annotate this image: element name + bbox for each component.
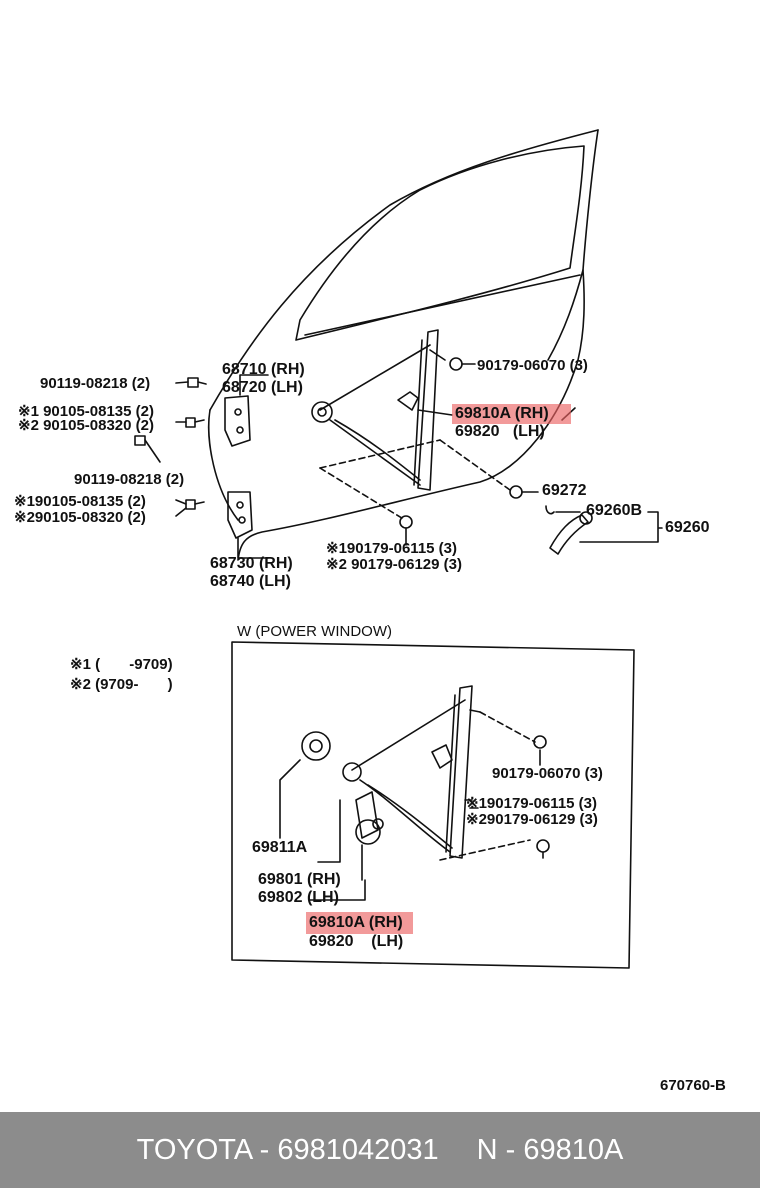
- part-label-69820-bottom: 69820 (LH): [309, 933, 404, 950]
- parts-diagram: [134, 129, 663, 969]
- part-label-68730: 68730 (RH): [210, 555, 293, 572]
- nut-icon-1: [449, 357, 463, 371]
- guide-dashed-line-5: [439, 839, 531, 861]
- window-motor-icon: [301, 731, 384, 845]
- bolt-icon-4: [185, 499, 205, 510]
- note-2: ※2 (9709- ): [70, 676, 173, 693]
- part-label-69820-top: 69820 (LH): [455, 423, 545, 440]
- part-label-69260: 69260: [665, 519, 710, 536]
- guide-dashed-line-2: [319, 467, 406, 521]
- part-label-90179-06070-a: 90179-06070 (3): [477, 357, 588, 374]
- part-label-90105-08320-b: ※290105-08320 (2): [14, 509, 146, 526]
- bolt-icon-1: [187, 377, 207, 388]
- reference-code: 670760-B: [660, 1077, 726, 1094]
- section-title-power-window: W (POWER WINDOW): [237, 623, 392, 640]
- window-crank-handle-icon: [549, 511, 593, 555]
- power-regulator: [342, 685, 481, 859]
- part-label-90105-08135-b: ※190105-08135 (2): [14, 493, 146, 510]
- lower-hinge: [227, 491, 253, 539]
- footer-part-number: TOYOTA - 6981042031: [136, 1133, 439, 1166]
- clip-icon: [545, 505, 555, 515]
- part-label-69272: 69272: [542, 482, 587, 499]
- nut-icon-3: [399, 515, 413, 529]
- nut-icon-2: [509, 485, 523, 499]
- part-label-90179-06129-a: ※2 90179-06129 (3): [326, 556, 462, 573]
- manual-regulator: [311, 329, 446, 491]
- nut-icon-5: [536, 839, 550, 853]
- footer-n-number: N - 69810A: [476, 1133, 624, 1166]
- bolt-icon-2: [185, 417, 205, 428]
- part-label-90179-06115-a: ※190179-06115 (3): [326, 540, 458, 557]
- note-1: ※1 ( -9709): [70, 656, 173, 673]
- part-label-68710: 68710 (RH): [222, 361, 305, 378]
- part-label-90119-08218-a: 90119-08218 (2): [40, 375, 151, 392]
- part-label-90179-06115-b: ※190179-06115 (3): [466, 795, 598, 812]
- door-outline: [207, 129, 599, 561]
- part-label-68740: 68740 (LH): [210, 573, 291, 590]
- part-label-69810a-bottom-highlight: 69810A (RH): [306, 912, 413, 934]
- part-label-69801: 69801 (RH): [258, 871, 341, 888]
- guide-dashed-line-4: [479, 711, 536, 743]
- part-label-68720: 68720 (LH): [222, 379, 303, 396]
- guide-dashed-line-1: [319, 439, 441, 469]
- guide-dashed-line-3: [439, 439, 511, 491]
- power-window-box: [231, 641, 635, 969]
- part-label-90119-08218-b: 90119-08218 (2): [74, 471, 185, 488]
- part-label-90179-06129-b: ※290179-06129 (3): [466, 811, 598, 828]
- part-label-69260b: 69260B: [586, 502, 643, 519]
- part-label-90105-08135-a: ※1 90105-08135 (2): [18, 403, 154, 420]
- bolt-icon-3: [134, 435, 146, 446]
- upper-hinge: [224, 395, 251, 447]
- footer-bar: TOYOTA - 6981042031 N - 69810A: [0, 1112, 760, 1188]
- nut-icon-4: [533, 735, 547, 749]
- part-label-69802: 69802 (LH): [258, 889, 339, 906]
- part-label-90105-08320-a: ※2 90105-08320 (2): [18, 417, 154, 434]
- part-label-69811a: 69811A: [252, 839, 308, 856]
- part-label-90179-06070-b: 90179-06070 (3): [492, 765, 603, 782]
- part-label-69810a-top-highlight: 69810A (RH): [452, 404, 571, 424]
